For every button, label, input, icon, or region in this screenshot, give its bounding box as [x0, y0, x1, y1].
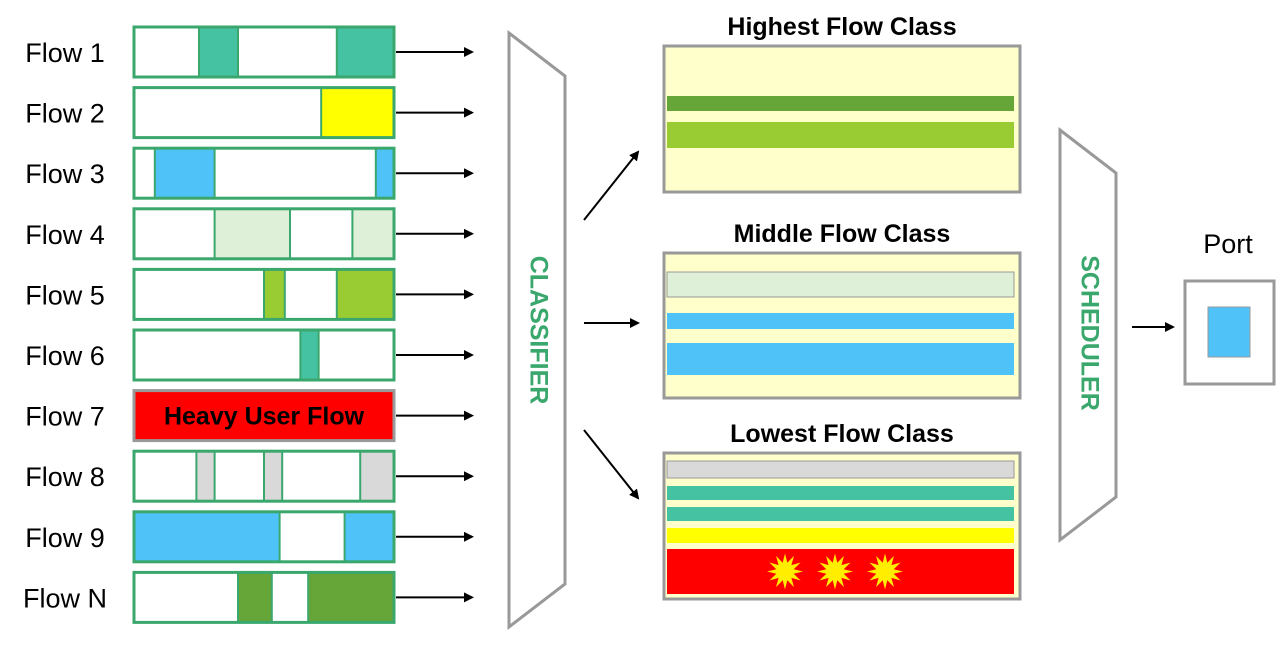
flow-row: Flow 8: [25, 449, 474, 503]
flow-label: Flow 7: [25, 402, 105, 432]
flow-queue-border: [132, 267, 396, 321]
flow-packet: [237, 571, 273, 624]
flow-packet: [335, 26, 395, 78]
flow-row: Flow 4: [25, 207, 474, 261]
flow-packet: [133, 510, 281, 563]
heavy-flow-label: Heavy User Flow: [164, 403, 365, 431]
flow-queue-border: [132, 389, 396, 443]
class-band: [667, 313, 1014, 329]
flow-row: Flow 3: [25, 146, 474, 200]
classifier-label: CLASSIFIER: [524, 256, 552, 405]
flow-row: Flow 6: [25, 328, 474, 382]
class-band: [667, 507, 1014, 521]
scheduler-shape: [1058, 126, 1118, 544]
flow-queue-border: [132, 328, 396, 382]
class-band: [666, 271, 1015, 298]
classifier-shape: [507, 29, 567, 631]
flow-queue-border: [132, 86, 396, 140]
flow-label: Flow 2: [25, 99, 105, 129]
flow-queue-border: [132, 146, 396, 200]
classifier-arrows: [583, 150, 640, 500]
flow-row: Flow 9: [25, 510, 474, 564]
burst-icon: [817, 553, 853, 590]
scheduler-label: SCHEDULER: [1075, 255, 1103, 411]
flow-packet: [198, 26, 239, 78]
port: Port: [1183, 229, 1276, 386]
flow-row: Flow 7 Heavy User Flow: [25, 389, 474, 443]
flow-packet: [153, 147, 216, 200]
flow-class-box: Lowest Flow Class: [662, 420, 1022, 601]
flow-label: Flow 1: [25, 38, 105, 68]
class-band: [666, 460, 1015, 479]
flow-queue-border: [132, 449, 396, 503]
scheduler: SCHEDULER: [1058, 126, 1118, 544]
burst-icon: [867, 553, 903, 590]
flow-label: Flow 5: [25, 280, 105, 310]
flow-class-box: Middle Flow Class: [662, 220, 1022, 400]
flow-class-box: Highest Flow Class: [662, 13, 1022, 194]
classifier: CLASSIFIER: [507, 29, 567, 631]
class-band: [667, 486, 1014, 500]
flow-queue: [134, 330, 394, 380]
port-packet: [1207, 306, 1251, 358]
flow-packet: [343, 510, 396, 563]
class-band: [667, 343, 1014, 375]
flow-packet: [307, 571, 396, 624]
flow-label: Flow 3: [25, 159, 105, 189]
flow-queue: [134, 390, 394, 441]
flow-queue-border: [132, 570, 396, 624]
flow-queue-border: [132, 510, 396, 564]
flow-packet: [320, 86, 396, 139]
flow-packet: [359, 450, 396, 503]
flow-label: Flow N: [23, 583, 107, 613]
flows-group: Flow 1 Flow 2 Flow 3 Flow 4 Flow 5 Flow 6 Flow…: [23, 25, 474, 624]
flow-class-queue: [662, 44, 1022, 194]
class-band: [667, 122, 1014, 148]
flow-class-title: Highest Flow Class: [727, 13, 956, 41]
burst-icon: [767, 553, 803, 590]
flow-packet: [195, 450, 216, 503]
flow-row: Flow 5: [25, 267, 474, 321]
flow-packet: [335, 268, 395, 321]
flow-label: Flow 8: [25, 462, 105, 492]
flow-row: Flow 2: [25, 86, 474, 140]
flow-class-title: Middle Flow Class: [734, 220, 951, 248]
flow-label: Flow 4: [25, 220, 105, 250]
arrow-to-highest: [583, 150, 640, 221]
flow-packet: [374, 147, 395, 200]
flow-class-title: Lowest Flow Class: [730, 420, 954, 448]
flow-label: Flow 6: [25, 341, 105, 371]
flow-packet: [263, 268, 286, 321]
class-band: [667, 96, 1014, 111]
flow-label: Flow 9: [25, 523, 105, 553]
flow-packet: [213, 207, 292, 260]
flow-packet: [299, 329, 320, 381]
flow-packet: [263, 450, 284, 503]
flow-row: Flow N: [23, 570, 474, 624]
flow-queue-border: [132, 25, 396, 79]
flow-packet: [351, 207, 395, 260]
flow-row: Flow 1: [25, 25, 474, 79]
class-band: [667, 528, 1014, 543]
arrow-to-lowest: [583, 429, 640, 500]
port-label: Port: [1203, 229, 1253, 259]
flow-queue-border: [132, 207, 396, 261]
